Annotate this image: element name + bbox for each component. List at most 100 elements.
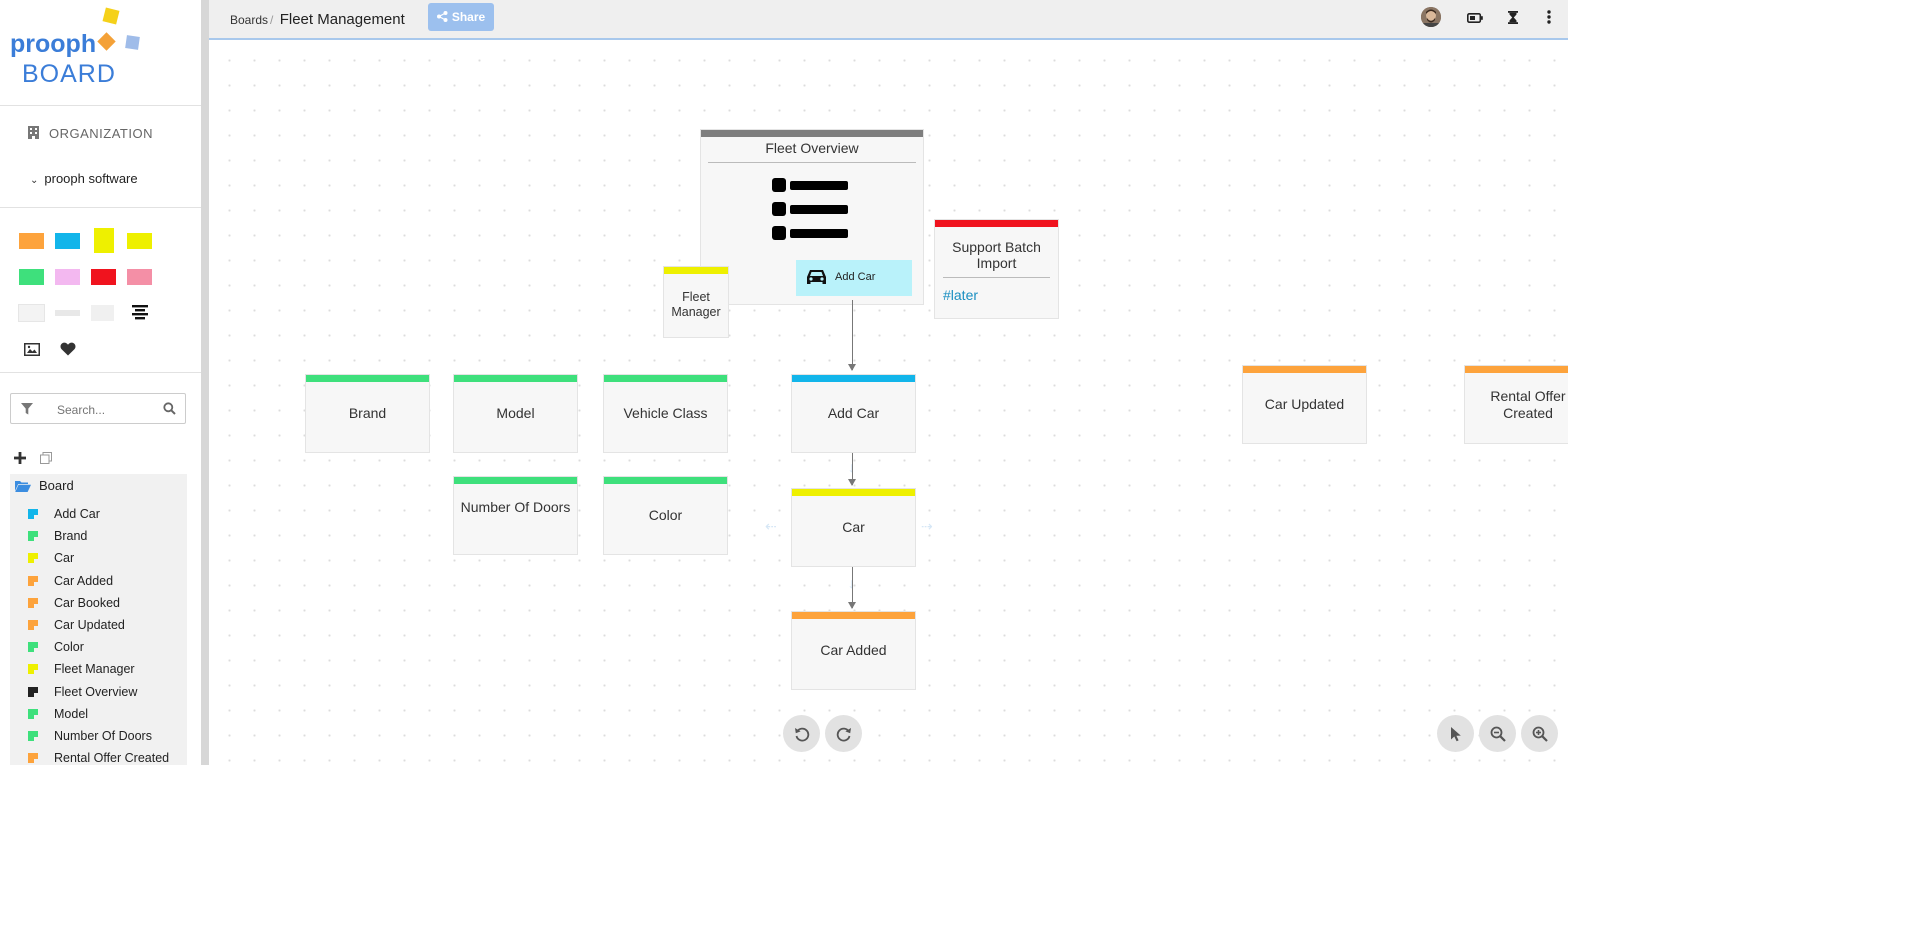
connection-arrow[interactable]	[848, 300, 856, 371]
tree-item[interactable]: Car	[28, 551, 74, 565]
document-card-number-of-doors[interactable]: Number Of Doors	[454, 477, 577, 554]
card-label: Number Of Doors	[460, 499, 571, 515]
card-color-bar	[792, 612, 915, 619]
palette-policy[interactable]	[55, 269, 80, 285]
tree-item[interactable]: Model	[28, 707, 88, 721]
tree-item[interactable]: Car Updated	[28, 618, 125, 632]
connection-handle-left-icon[interactable]: ⇠	[765, 518, 777, 534]
sticky-note-icon	[28, 708, 38, 719]
palette-frame[interactable]	[91, 305, 114, 321]
list-icon	[772, 178, 848, 240]
organization-label: ORGANIZATION	[49, 126, 153, 141]
card-color-bar	[604, 375, 727, 382]
tree-item[interactable]: Car Added	[28, 574, 113, 588]
tree-root[interactable]: Board	[15, 478, 74, 493]
command-card-add-car[interactable]: Add Car	[792, 375, 915, 452]
battery-icon[interactable]	[1467, 13, 1483, 23]
connection-handle-icon[interactable]: ↓	[848, 575, 855, 591]
image-icon[interactable]	[24, 343, 40, 356]
card-label: Car Added	[820, 642, 887, 658]
more-vertical-icon[interactable]	[1547, 10, 1551, 24]
card-label: Add Car	[827, 405, 880, 421]
palette-event[interactable]	[19, 233, 44, 249]
hotspot-divider	[943, 277, 1050, 278]
connection-arrow[interactable]	[848, 453, 856, 486]
sticky-note-icon	[28, 531, 38, 542]
tree-item[interactable]: Brand	[28, 529, 87, 543]
organization-link[interactable]: ORGANIZATION	[28, 126, 153, 141]
aggregate-card-car[interactable]: Car	[792, 489, 915, 566]
palette-document[interactable]	[19, 269, 44, 285]
sticky-note-icon	[28, 642, 38, 653]
filter-icon[interactable]	[21, 403, 33, 415]
card-label: Brand	[348, 405, 387, 421]
redo-button[interactable]	[825, 715, 862, 752]
event-card-car-added[interactable]: Car Added	[792, 612, 915, 689]
car-icon	[807, 270, 826, 284]
user-avatar-image	[1421, 7, 1441, 27]
document-card-vehicle-class[interactable]: Vehicle Class	[604, 375, 727, 452]
tree-item[interactable]: Fleet Overview	[28, 685, 137, 699]
redo-icon	[836, 727, 851, 741]
tree-item[interactable]: Fleet Manager	[28, 662, 135, 676]
palette-line[interactable]	[55, 310, 80, 316]
hotspot-tag[interactable]: #later	[943, 287, 979, 303]
tree-item[interactable]: Car Booked	[28, 596, 120, 610]
tree-item[interactable]: Color	[28, 640, 84, 654]
select-tool-button[interactable]	[1437, 715, 1474, 752]
share-icon	[436, 11, 448, 22]
sidebar: prooph BOARD ORGANIZATION ⌄prooph softwa…	[0, 0, 201, 765]
logo[interactable]: prooph BOARD	[0, 0, 201, 106]
ui-card-fleet-overview[interactable]: Fleet Overview Add Car	[701, 130, 923, 304]
ui-card-add-car-button[interactable]: Add Car	[796, 260, 912, 296]
palette-hotspot[interactable]	[91, 269, 116, 285]
tree-item[interactable]: Add Car	[28, 507, 100, 521]
document-card-brand[interactable]: Brand	[306, 375, 429, 452]
sticky-note-icon	[28, 731, 38, 741]
tree-item-label: Car Added	[54, 573, 114, 588]
sticky-note-icon	[28, 686, 38, 697]
add-icon[interactable]	[14, 452, 26, 464]
document-card-model[interactable]: Model	[454, 375, 577, 452]
search-icon[interactable]	[163, 402, 176, 415]
collapse-icon[interactable]	[40, 452, 52, 464]
document-card-color[interactable]: Color	[604, 477, 727, 554]
hourglass-icon[interactable]	[1508, 11, 1518, 24]
tree-item[interactable]: Number Of Doors	[28, 729, 152, 743]
zoom-out-button[interactable]	[1479, 715, 1516, 752]
board-canvas[interactable]: Fleet Overview Add Car Fleet Manager Sup…	[209, 40, 1568, 765]
palette-external[interactable]	[127, 269, 152, 285]
role-card-fleet-manager[interactable]: Fleet Manager	[664, 267, 728, 337]
text-align-icon[interactable]	[131, 305, 149, 320]
avatar[interactable]	[1421, 7, 1441, 27]
breadcrumb-boards-link[interactable]: Boards	[230, 13, 269, 27]
card-label: Rental Offer Created	[1490, 387, 1566, 421]
logo-text-board: BOARD	[22, 60, 116, 88]
share-label: Share	[451, 10, 486, 24]
event-card-car-updated[interactable]: Car Updated	[1243, 366, 1366, 443]
connection-arrow[interactable]	[848, 567, 856, 609]
zoom-in-button[interactable]	[1521, 715, 1558, 752]
search-input[interactable]	[55, 400, 163, 420]
tree-item[interactable]: Rental Offer Created	[28, 751, 169, 765]
palette-role[interactable]	[127, 233, 152, 249]
board-title[interactable]: Fleet Management	[279, 11, 405, 28]
card-color-bar	[454, 477, 577, 484]
logo-square-orange	[97, 32, 116, 51]
palette-aggregate[interactable]	[94, 228, 114, 253]
divider	[0, 372, 201, 373]
sidebar-resize-handle[interactable]	[201, 0, 209, 765]
team-selector[interactable]: ⌄prooph software	[30, 171, 138, 186]
search-box[interactable]	[10, 393, 186, 424]
event-card-rental-offer-created[interactable]: Rental Offer Created	[1465, 366, 1568, 443]
share-button[interactable]: Share	[428, 3, 494, 31]
undo-button[interactable]	[783, 715, 820, 752]
palette-note[interactable]	[19, 305, 44, 321]
sticky-note-icon	[28, 664, 38, 675]
palette-command[interactable]	[55, 233, 80, 249]
chevron-down-icon: ⌄	[30, 175, 39, 186]
heart-icon[interactable]	[60, 342, 76, 356]
connection-handle-right-icon[interactable]: ⇢	[921, 518, 933, 534]
connection-handle-icon[interactable]: ↓	[848, 459, 855, 475]
hotspot-card-support-batch-import[interactable]: Support Batch Import #later	[935, 220, 1058, 318]
